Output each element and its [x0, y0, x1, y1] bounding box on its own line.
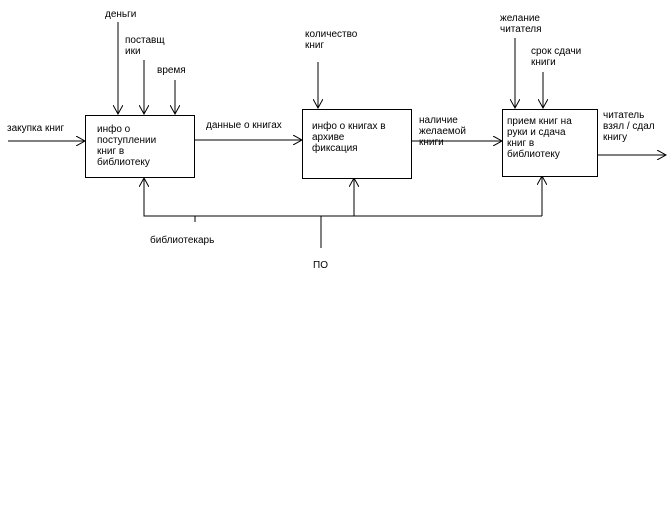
label-software: ПО: [313, 260, 328, 271]
label-suppliers: поставщ ики: [125, 35, 165, 57]
activity-box-2: [302, 109, 412, 179]
activity-box-3: [502, 109, 598, 177]
label-reader-wish: желание читателя: [500, 13, 542, 35]
label-money: деньги: [105, 9, 137, 20]
label-book-data: данные о книгах: [206, 120, 282, 131]
arrow-librarian: [144, 178, 196, 222]
label-reader-result: читатель взял / сдал книгу: [603, 110, 655, 143]
activity-box-2-text: инфо о книгах в архиве фиксация: [312, 121, 386, 154]
label-time: время: [157, 65, 186, 76]
label-return-term: срок сдачи книги: [531, 46, 582, 68]
activity-box-3-text: прием книг на руки и сдача книг в библио…: [507, 116, 572, 160]
label-librarian: библиотекарь: [150, 235, 215, 246]
label-book-count: количество книг: [305, 29, 358, 51]
activity-box-1: [85, 115, 195, 178]
activity-box-1-text: инфо о поступлении книг в библиотеку: [97, 124, 157, 168]
label-availability: наличие желаемой книги: [419, 115, 466, 148]
label-purchase: закупка книг: [7, 123, 65, 134]
